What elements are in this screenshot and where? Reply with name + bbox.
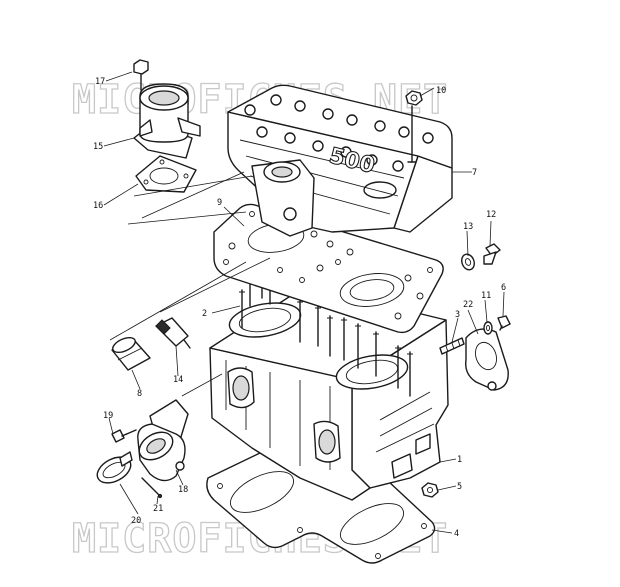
callout-4: 4 [454, 529, 459, 539]
callout-11: 11 [481, 291, 491, 301]
callout-17: 17 [95, 77, 105, 87]
housing-gasket-16 [135, 155, 197, 193]
callout-8: 8 [137, 389, 142, 399]
sensor-14 [155, 317, 191, 349]
callout-16: 16 [93, 201, 103, 211]
callout-22: 22 [463, 300, 473, 310]
bolt-17 [133, 59, 149, 91]
washer-11 [483, 321, 493, 335]
plug-6 [497, 315, 511, 331]
pin-21 [141, 477, 163, 499]
hose-clamp-20 [96, 451, 133, 484]
callout-19: 19 [103, 411, 113, 421]
callout-9: 9 [217, 198, 222, 208]
thermostat-housing [133, 83, 201, 159]
nut-5 [421, 482, 439, 498]
callout-21: 21 [153, 504, 163, 514]
callout-12: 12 [486, 210, 496, 220]
callout-13: 13 [463, 222, 473, 232]
cylinder-head: 500 [227, 84, 453, 237]
intake-manifold-18 [137, 399, 189, 482]
callout-20: 20 [131, 516, 141, 526]
elbow-22 [465, 328, 509, 391]
callout-5: 5 [457, 482, 462, 492]
callout-6: 6 [501, 283, 506, 293]
callout-15: 15 [93, 142, 103, 152]
callout-3: 3 [455, 310, 460, 320]
bolt-12 [483, 243, 501, 265]
callout-10: 10 [436, 86, 446, 96]
sleeve-8 [111, 336, 151, 371]
nut-10 [405, 90, 423, 106]
callout-14: 14 [173, 375, 183, 385]
callout-7: 7 [472, 168, 477, 178]
bolt-19 [111, 429, 137, 443]
stud-3 [439, 337, 465, 355]
callout-2: 2 [202, 309, 207, 319]
head-gasket [213, 203, 444, 334]
washer-13 [461, 253, 475, 271]
callout-18: 18 [178, 485, 188, 495]
callout-1: 1 [457, 455, 462, 465]
